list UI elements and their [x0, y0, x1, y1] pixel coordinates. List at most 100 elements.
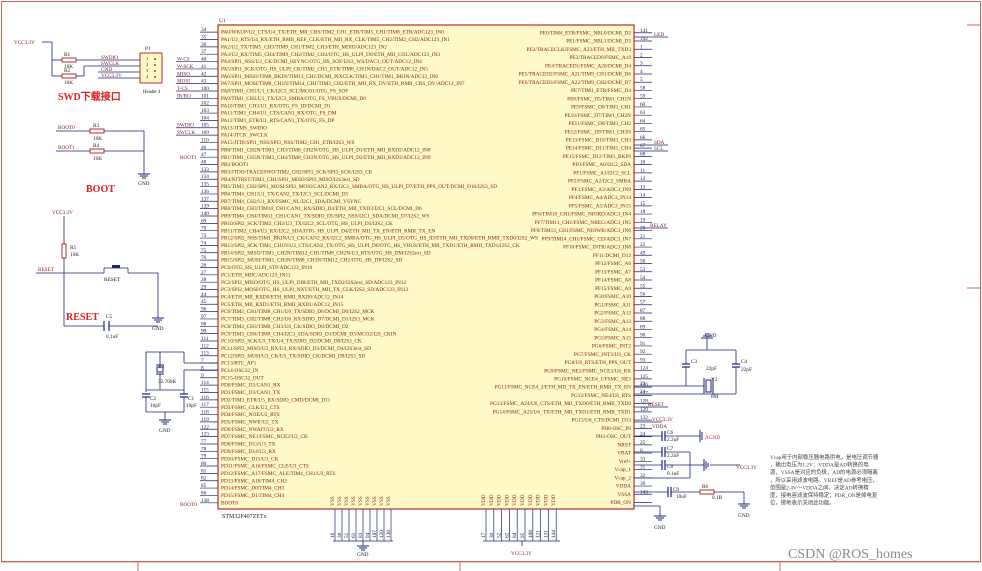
- net-label-boot1: BOOT1: [180, 155, 197, 161]
- cap2-ref: C7: [667, 446, 674, 452]
- swd-net-swclk: SWCLK: [101, 61, 119, 67]
- pin-name: VDD: [528, 494, 534, 506]
- pin-number: 11: [640, 168, 645, 174]
- resistor-r5: [61, 243, 67, 259]
- pin-number: 56: [640, 291, 646, 297]
- pin-number: 127: [640, 390, 648, 396]
- pin-number: 63: [640, 110, 646, 116]
- pin-name: PF1/FSMC_A1/I2C2_SCL: [573, 170, 631, 176]
- pin-name: PB8/TIM4_CH3/TIM10_CH1/CAN1_RX/SDIO_D4/E…: [221, 206, 422, 212]
- pin-name: PG14/FSMC_A25/U6_TX/ETH_MII_TXD1/ETH_RMI…: [493, 409, 632, 415]
- pin-name: PG9/FSMC_NE2/FSMC_NCE3/U6_RX: [544, 368, 631, 374]
- pin-name: PF3/FSMC_A3/ADC3_IN9: [572, 187, 632, 193]
- pin-name: PC3/SPI2_MOSI/OTG_HS_ULPI_NXT/ETH_MII_TX…: [221, 287, 409, 293]
- pin-name: PE1/FSMC_NBL1/DCMI_D3: [566, 39, 631, 45]
- pin-number: 120: [379, 530, 385, 538]
- bottom-gnd-label: GND: [357, 552, 369, 558]
- c3-ref: C3: [691, 359, 698, 365]
- pin-number: 94: [365, 532, 371, 538]
- r-pdr-value: 0.1R: [712, 495, 723, 501]
- pin-name: PE10/FSMC_D7/TIM1_CH2N: [564, 113, 631, 119]
- pin-number: 118: [201, 410, 209, 416]
- pin-name: VSS: [386, 496, 392, 506]
- pin-number: 102: [201, 101, 209, 107]
- pin-name: VDD: [543, 494, 549, 506]
- pin-name: PD5/FSMC_NWE/U2_TX: [221, 420, 279, 426]
- pin-name: PG15/U6_CTS/DCMI_D13: [572, 418, 632, 424]
- pin-number: 86: [201, 490, 207, 496]
- pin-name: PA9/TIM1_CH2/U1_TX/I2C3_SMBA/OTG_FS_VBUS…: [221, 96, 366, 102]
- pin-name: PG8/U6_RTS/ETH_PPS_OUT: [565, 360, 632, 366]
- pin-number: 128: [640, 399, 648, 405]
- pin-number: 134: [201, 174, 209, 180]
- pin-number: 8: [201, 365, 204, 371]
- pin-number: 4: [640, 69, 643, 75]
- mcu-bottom-pins: VSS16VSS38VSS51VSS61VSS83VSS94VSS107VSS1…: [330, 494, 557, 541]
- net-label-boot0: BOOT0: [180, 502, 197, 508]
- pin-number: 112: [201, 343, 209, 349]
- mcu-designator: U1: [219, 18, 226, 24]
- pin-number: 19: [640, 217, 646, 223]
- pin-name: PG7/FSMC_INT3/U6_CK: [574, 352, 631, 358]
- r1-value: 10K: [64, 64, 73, 70]
- pin-name: PB1/TIM1_CH3N/TIM3_CH4/TIM8_CH3N/OTG_HS_…: [221, 155, 431, 161]
- header-pin-dot: [154, 70, 156, 72]
- crystal-y1: [156, 366, 164, 373]
- pin-number: 26: [201, 262, 207, 268]
- pin-name: PA12/TIM1_ETR/U1_RTS/CAN1_TX/OTG_FS_DP: [221, 118, 334, 124]
- pin-name: PB6/TIM4_CH1/U1_TX/CAN2_TX/I2C1_SCL/DCMI…: [221, 192, 348, 198]
- pin-number: 10: [640, 160, 646, 166]
- pin-name: PE15/FSMC_D12/TIM1_BKIN: [563, 154, 631, 160]
- pin-name: PA2/U2_TX/TIM5_CH3/TIM9_CH1/TIM2_CH3/ETH…: [221, 44, 387, 50]
- pin-number: 119: [201, 417, 209, 423]
- pin-number: 75: [201, 248, 207, 254]
- pin-name: PC7/TIM3_CH2/TIM8_CH2/U6_RX/SDIO_D7/DCMI…: [221, 317, 375, 323]
- pin-number: 27: [201, 270, 207, 276]
- pin-name: PB12/SPI2_NSS/TIM1_BKIN/U3_CK/CAN2_RX/I2…: [221, 236, 538, 242]
- pin-number: 70: [201, 226, 207, 232]
- pin-name: VSS: [351, 496, 357, 506]
- pin-name: BOOT0: [221, 500, 238, 506]
- pin-name: PE12/FSMC_D9/TIM1_CH3N: [564, 129, 631, 135]
- pin-number: 82: [201, 476, 207, 482]
- swd-net-swdio: SWDIO: [101, 55, 118, 61]
- pin-number: 24: [640, 432, 646, 438]
- pin-number: 85: [201, 483, 207, 489]
- mcu-part-name: STM32F407ZETx: [222, 514, 267, 520]
- pin-number: 109: [201, 130, 209, 136]
- net-label: MOSI: [177, 79, 190, 85]
- pin-name: PD2/TIM3_ETR/U5_RX/SDIO_CMD/DCMI_D11: [221, 397, 331, 403]
- pin-name: PF0/FSMC_A0/I2C2_SDA: [572, 162, 631, 168]
- pin-number: 78: [201, 446, 207, 452]
- pin-name: VDD: [536, 494, 542, 506]
- pin-number: 1: [640, 44, 643, 50]
- net-label: W-SCK: [177, 64, 194, 70]
- pin-number: 46: [201, 145, 207, 151]
- y2-value: 8M: [711, 394, 719, 400]
- header-pin-3: 3: [146, 68, 149, 73]
- watermark: CSDN @ROS_homes: [788, 547, 913, 562]
- pin-name: VDD: [504, 494, 510, 506]
- pin-name: PE6/TRACED3/FSMC_A22/TIM9_CH2/DCMI_D7: [519, 80, 632, 86]
- pin-number: 22: [640, 242, 646, 248]
- r3-ref: R3: [93, 123, 100, 129]
- pin-name: PE0/TIM4_ETR/FSMC_NBL0/DCMI_D2: [540, 30, 632, 36]
- vdda-net-label: VDDA: [652, 424, 667, 430]
- pin-name: PG2/FSMC_A12: [594, 311, 631, 317]
- pin-number: 111: [201, 336, 209, 342]
- osc8m-reset-net: RESET: [648, 402, 665, 408]
- pin-name: PE3/TRACED0/FSMC_A19: [569, 55, 631, 61]
- pin-number: 69: [201, 218, 207, 224]
- pin-name: PE11/FSMC_D8/TIM1_CH2: [569, 121, 632, 127]
- reset-gnd: GND: [152, 326, 164, 332]
- pin-name: PB10/SPI2_SCK/TIM2_CH3/U3_TX/I2C2_SCL/OT…: [221, 221, 393, 227]
- pin-name: VDD: [551, 494, 557, 506]
- pin-name: PA6/SPI1_MISO/TIM8_BKIN/TIM13_CH1/DCMI_P…: [221, 74, 438, 80]
- pin-number: 49: [640, 250, 646, 256]
- resistor-r1: [61, 57, 77, 63]
- y1-value: 32.768K: [158, 379, 177, 385]
- pin-name: PC14-OSC32_IN: [221, 368, 259, 374]
- pin-number: 123: [201, 432, 209, 438]
- pin-number: 37: [201, 49, 207, 55]
